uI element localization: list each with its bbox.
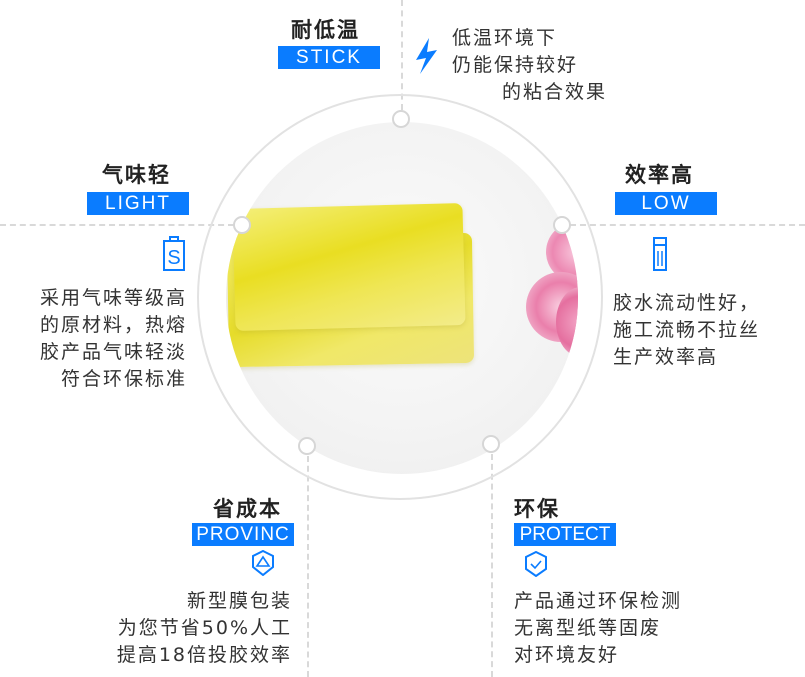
shield-check-icon — [525, 551, 547, 577]
shield-triangle-icon — [252, 550, 274, 576]
bottom-left-connector-line — [307, 456, 309, 677]
feature-desc-low-temp: 低温环境下 仍能保持较好 的粘合效果 — [452, 27, 608, 103]
feature-title-eco: 环保 — [514, 497, 560, 521]
connector-dot-bottom-right — [482, 435, 500, 453]
feature-badge-protect: PROTECT — [514, 523, 616, 546]
feature-desc-eco: 产品通过环保检测 无离型纸等固废 对环境友好 — [514, 590, 683, 666]
right-connector-line — [570, 224, 805, 226]
feature-badge-light: LIGHT — [87, 192, 189, 215]
feature-title-low-temp: 耐低温 — [291, 18, 360, 42]
feature-desc-light-odor: 采用气味等级高 的原材料，热熔 胶产品气味轻淡 符合环保标准 — [39, 287, 187, 390]
pink-flower — [556, 287, 578, 357]
connector-dot-bottom-left — [298, 437, 316, 455]
battery-s-icon: S — [163, 236, 185, 271]
product-image — [226, 122, 578, 474]
outer-ring — [197, 94, 603, 500]
lightning-icon — [416, 38, 437, 74]
glue-bag-top — [232, 203, 466, 331]
connector-dot-right — [553, 216, 571, 234]
bottom-right-connector-line — [491, 454, 493, 677]
feature-title-efficiency: 效率高 — [625, 163, 694, 187]
top-connector-line — [401, 0, 403, 110]
connector-dot-top — [392, 110, 410, 128]
connector-dot-left — [233, 216, 251, 234]
feature-desc-efficiency: 胶水流动性好， 施工流畅不拉丝 生产效率高 — [613, 292, 761, 368]
tube-icon — [653, 237, 667, 271]
feature-title-light-odor: 气味轻 — [102, 163, 171, 187]
feature-badge-stick: STICK — [278, 46, 380, 69]
feature-title-cost-saving: 省成本 — [213, 497, 282, 521]
svg-text:S: S — [167, 247, 180, 269]
feature-badge-provinc: PROVINC — [192, 523, 294, 546]
feature-badge-low: LOW — [615, 192, 717, 215]
left-connector-line — [0, 224, 234, 226]
feature-desc-cost-saving: 新型膜包装 为您节省50%人工 提高18倍投胶效率 — [116, 590, 292, 666]
